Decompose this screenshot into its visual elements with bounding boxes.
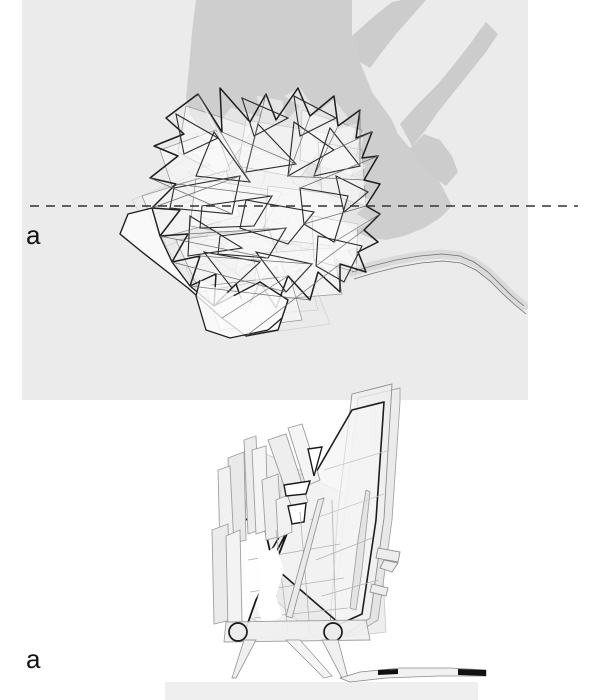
- plan-section-marker-label: a: [26, 220, 41, 250]
- section-panel: [0, 400, 600, 700]
- site-plan-panel: [22, 0, 528, 400]
- ground-plane: [165, 682, 478, 700]
- section-title-label: a: [26, 644, 41, 674]
